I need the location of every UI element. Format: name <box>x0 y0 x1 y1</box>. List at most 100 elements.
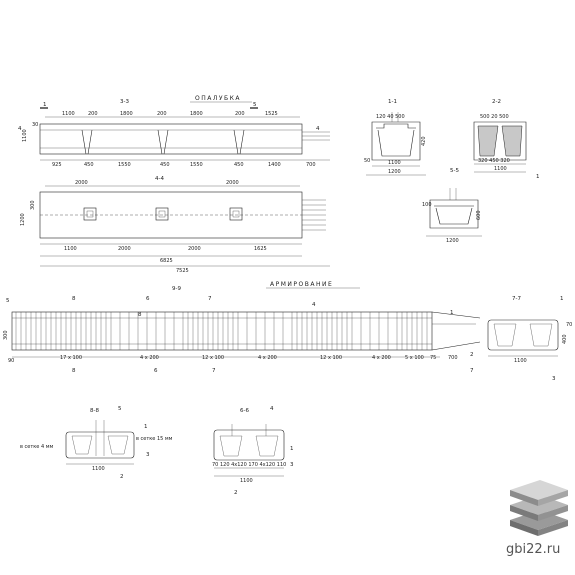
reinf-dim-9: 700 <box>448 355 458 361</box>
s55-side: 100 <box>422 202 432 208</box>
s77-height: 400 <box>562 334 568 344</box>
elev-dim-bot-1: 925 <box>52 162 62 168</box>
cut-mark-4-left: 4 <box>18 126 22 132</box>
reinf-dim-7: 5 x 100 <box>405 355 424 361</box>
section-1-1-label: 1-1 <box>388 99 397 105</box>
s11-side: 50 <box>364 158 370 164</box>
cut-mark-1: 1 <box>43 102 47 108</box>
s11-width: 1100 <box>388 160 401 166</box>
elev-dim-bot-7: 1400 <box>268 162 281 168</box>
plan-dim-top-2: 2000 <box>226 180 239 186</box>
s88-mark-1: 1 <box>144 424 148 430</box>
reinforcement-9-9: 9-9 5 8 6 7 8 4 1 2 7 300 90 17 x 100 4 … <box>3 286 481 374</box>
reinf-mark-5: 5 <box>6 298 10 304</box>
reinf-dim-2: 4 x 200 <box>140 355 159 361</box>
s66-width: 1100 <box>240 478 253 484</box>
elev-dim-top-2: 200 <box>88 111 98 117</box>
section-6-6-label: 6-6 <box>240 408 249 414</box>
elev-dim-bot-6: 450 <box>234 162 244 168</box>
section-9-9-label: 9-9 <box>172 286 181 292</box>
plan-dim-bot-4: 1625 <box>254 246 267 252</box>
section-3-3-label: 3-3 <box>120 99 129 105</box>
packaging-title: ОПАЛУБКА <box>195 95 241 102</box>
reinf-dim-3: 12 x 100 <box>202 355 224 361</box>
reinf-mark-8: 8 <box>138 312 142 318</box>
s77-side: 70 <box>566 322 572 328</box>
section-7-7-label: 7-7 <box>512 296 521 302</box>
reinf-dim-1: 17 x 100 <box>60 355 82 361</box>
reinf-cut-6: 6 <box>154 368 158 374</box>
s66-mark-3: 3 <box>290 462 294 468</box>
s66-bottom-dims: 70 120 4x120 170 4x120 110 <box>212 462 286 468</box>
section-1-1-view: 1-1 120 40 500 420 50 1100 1200 <box>364 99 427 176</box>
reinf-mark-7: 7 <box>208 296 212 302</box>
elev-dim-top-6: 200 <box>235 111 245 117</box>
section-6-6-view: 6-6 4 70 120 4x120 170 4x120 110 1100 1 … <box>212 406 294 496</box>
reinf-mark-1: 1 <box>450 310 454 316</box>
s22-top-dims: 500 20 500 <box>480 114 509 120</box>
reinf-dim-6: 4 x 200 <box>372 355 391 361</box>
s88-mark-3: 3 <box>146 452 150 458</box>
plan-4-4: 4-4 2000 2000 1200 300 1100 2000 2000 16… <box>20 176 330 274</box>
reinf-dim-5: 12 x 100 <box>320 355 342 361</box>
s11-height: 420 <box>421 136 427 146</box>
reinf-cut-7: 7 <box>212 368 216 374</box>
section-2-2-label: 2-2 <box>492 99 501 105</box>
s77-width: 1100 <box>514 358 527 364</box>
elev-dim-top-5: 1800 <box>190 111 203 117</box>
elevation-3-3: 3-3 1100 200 1800 200 1800 200 1525 1 5 … <box>18 99 330 168</box>
s88-mark-5: 5 <box>118 406 122 412</box>
s55-width: 1200 <box>446 238 459 244</box>
section-5-5-view: 5-5 600 100 1200 <box>422 168 482 244</box>
s66-mark-1: 1 <box>290 446 294 452</box>
plan-dim-bot-1: 1100 <box>64 246 77 252</box>
s22-bottom-dims: 320 450 320 <box>478 158 510 164</box>
section-5-5-label: 5-5 <box>450 168 459 174</box>
section-4-4-label: 4-4 <box>155 176 164 182</box>
stacked-slabs-icon <box>510 480 568 536</box>
section-2-2-view: 2-2 500 20 500 320 450 320 1100 1 <box>473 99 540 180</box>
elev-side-small: 30 <box>32 122 38 128</box>
section-8-8-label: 8-8 <box>90 408 99 414</box>
plan-total-1: 6825 <box>160 258 173 264</box>
s77-mark-1: 1 <box>560 296 564 302</box>
plan-dim-bot-2: 2000 <box>118 246 131 252</box>
elev-dim-bot-3: 1550 <box>118 162 131 168</box>
s88-mark-2: 2 <box>120 474 124 480</box>
site-logo[interactable]: gbi22.ru <box>506 480 568 557</box>
elev-dim-bot-2: 450 <box>84 162 94 168</box>
section-7-7-view: 7-7 1100 400 70 1 3 <box>487 296 572 382</box>
reinf-mark-8b: 8 <box>72 296 76 302</box>
section-8-8-view: 8-8 5 в сетке 4 мм в сетке 15 мм 1100 1 … <box>20 406 173 480</box>
elev-dim-top-7: 1525 <box>265 111 278 117</box>
plan-side-width: 1200 <box>20 213 26 226</box>
reinf-side-small: 90 <box>8 358 14 364</box>
plan-side-small: 300 <box>30 200 36 210</box>
s66-mark-4: 4 <box>270 406 274 412</box>
site-url-text[interactable]: gbi22.ru <box>506 542 560 557</box>
stirrups-group <box>15 312 428 350</box>
reinf-cut-8: 8 <box>72 368 76 374</box>
reinf-mark-7b: 7 <box>470 368 474 374</box>
plan-dim-top-1: 2000 <box>75 180 88 186</box>
elev-dim-bot-8: 700 <box>306 162 316 168</box>
s11-top-dims: 120 40 500 <box>376 114 405 120</box>
elev-side-height: 1100 <box>22 129 28 142</box>
reinf-mark-4: 4 <box>312 302 316 308</box>
s11-bottom: 1200 <box>388 169 401 175</box>
reinf-dim-8: 75 <box>430 355 436 361</box>
s22-width: 1100 <box>494 166 507 172</box>
s88-note-left: в сетке 4 мм <box>20 444 54 450</box>
s22-mark: 1 <box>536 174 540 180</box>
plan-total-2: 7525 <box>176 268 189 274</box>
reinf-dim-4: 4 x 200 <box>258 355 277 361</box>
elev-dim-top-3: 1800 <box>120 111 133 117</box>
cut-mark-5: 5 <box>253 102 257 108</box>
s88-note-right: в сетке 15 мм <box>136 436 173 442</box>
elev-dim-top-4: 200 <box>157 111 167 117</box>
reinf-mark-2: 2 <box>470 352 474 358</box>
elev-dim-bot-4: 450 <box>160 162 170 168</box>
s77-mark-3: 3 <box>552 376 556 382</box>
elev-dim-bot-5: 1550 <box>190 162 203 168</box>
